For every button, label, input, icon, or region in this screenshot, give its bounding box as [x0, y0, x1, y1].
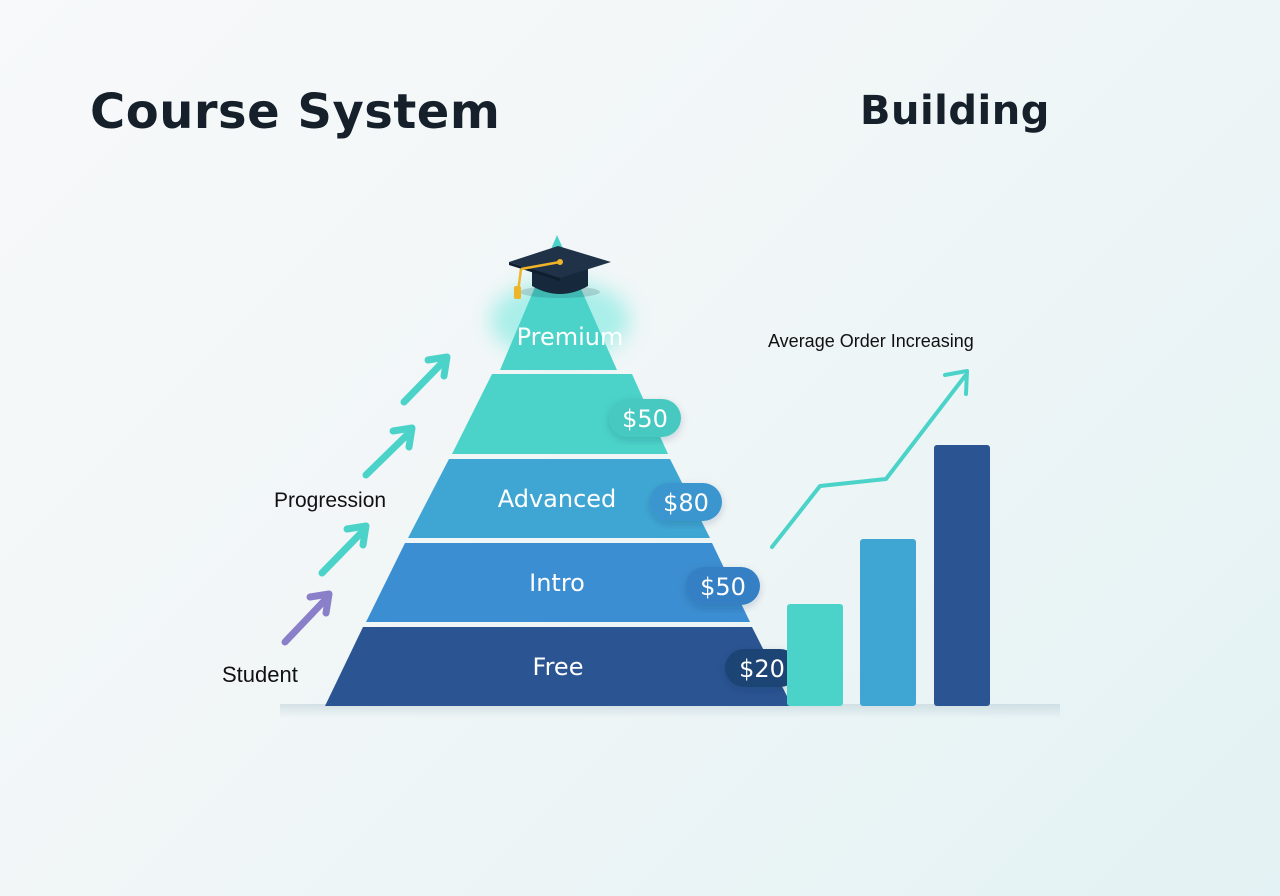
pyramid-tier-base [325, 627, 792, 706]
price-badge: $20 [725, 649, 799, 687]
main-title: Course System [90, 84, 501, 140]
bar-chart [787, 445, 990, 706]
progression-label: Progression [274, 489, 387, 512]
pyramid-tier-intro [408, 459, 710, 538]
progression-arrow [281, 590, 333, 646]
pyramid-tier-premium [500, 235, 617, 370]
tier-label-premium: Premium [517, 323, 624, 351]
price-badge: $50 [686, 567, 760, 605]
pyramid: Premium Advanced Intro Free [325, 235, 792, 706]
progression-arrow [318, 522, 370, 577]
graduation-cap-icon [509, 246, 611, 299]
pyramid-tier-free [366, 543, 750, 622]
bar [860, 539, 916, 706]
student-label: Student [222, 662, 298, 687]
progression-arrow [362, 424, 416, 479]
price-badge-text: $50 [700, 573, 746, 601]
average-order-label: Average Order Increasing [768, 331, 974, 351]
price-badge: $50 [609, 399, 681, 437]
tier-label-advanced: Advanced [498, 485, 617, 513]
progression-arrow [400, 353, 451, 406]
price-badge: $80 [650, 483, 722, 521]
price-badge-text: $50 [622, 405, 668, 433]
price-badges: $50 $80 $50 $20 [609, 399, 799, 687]
bar [787, 604, 843, 706]
trend-arrow [770, 369, 969, 549]
floor-shadow [280, 704, 1060, 718]
tier-label-free: Free [533, 653, 584, 681]
secondary-title: Building [860, 88, 1050, 134]
bar [934, 445, 990, 706]
progression-arrows [281, 353, 451, 646]
price-badge-text: $20 [739, 655, 785, 683]
price-badge-text: $80 [663, 489, 709, 517]
tier-label-intro: Intro [529, 569, 585, 597]
pyramid-tier-advanced [452, 374, 668, 454]
